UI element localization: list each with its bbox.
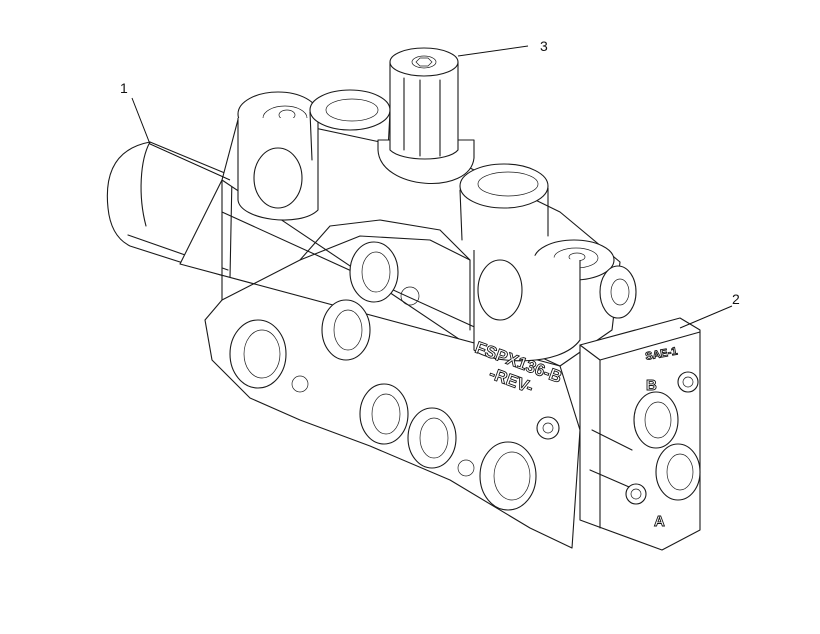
port-a-label: A — [654, 513, 665, 530]
callout-1-leader — [131, 97, 231, 181]
callout-2-leader — [679, 305, 733, 329]
callout-1: 1 — [120, 80, 128, 96]
callouts: 1 2 3 — [120, 38, 740, 329]
work-ports — [625, 371, 701, 505]
side-ports — [229, 241, 560, 511]
relief-valve — [377, 47, 475, 185]
port-b-label: B — [646, 377, 657, 394]
callout-2: 2 — [732, 291, 740, 307]
top-ports — [237, 89, 637, 362]
callout-3: 3 — [540, 38, 548, 54]
callout-3-leader — [457, 45, 529, 57]
